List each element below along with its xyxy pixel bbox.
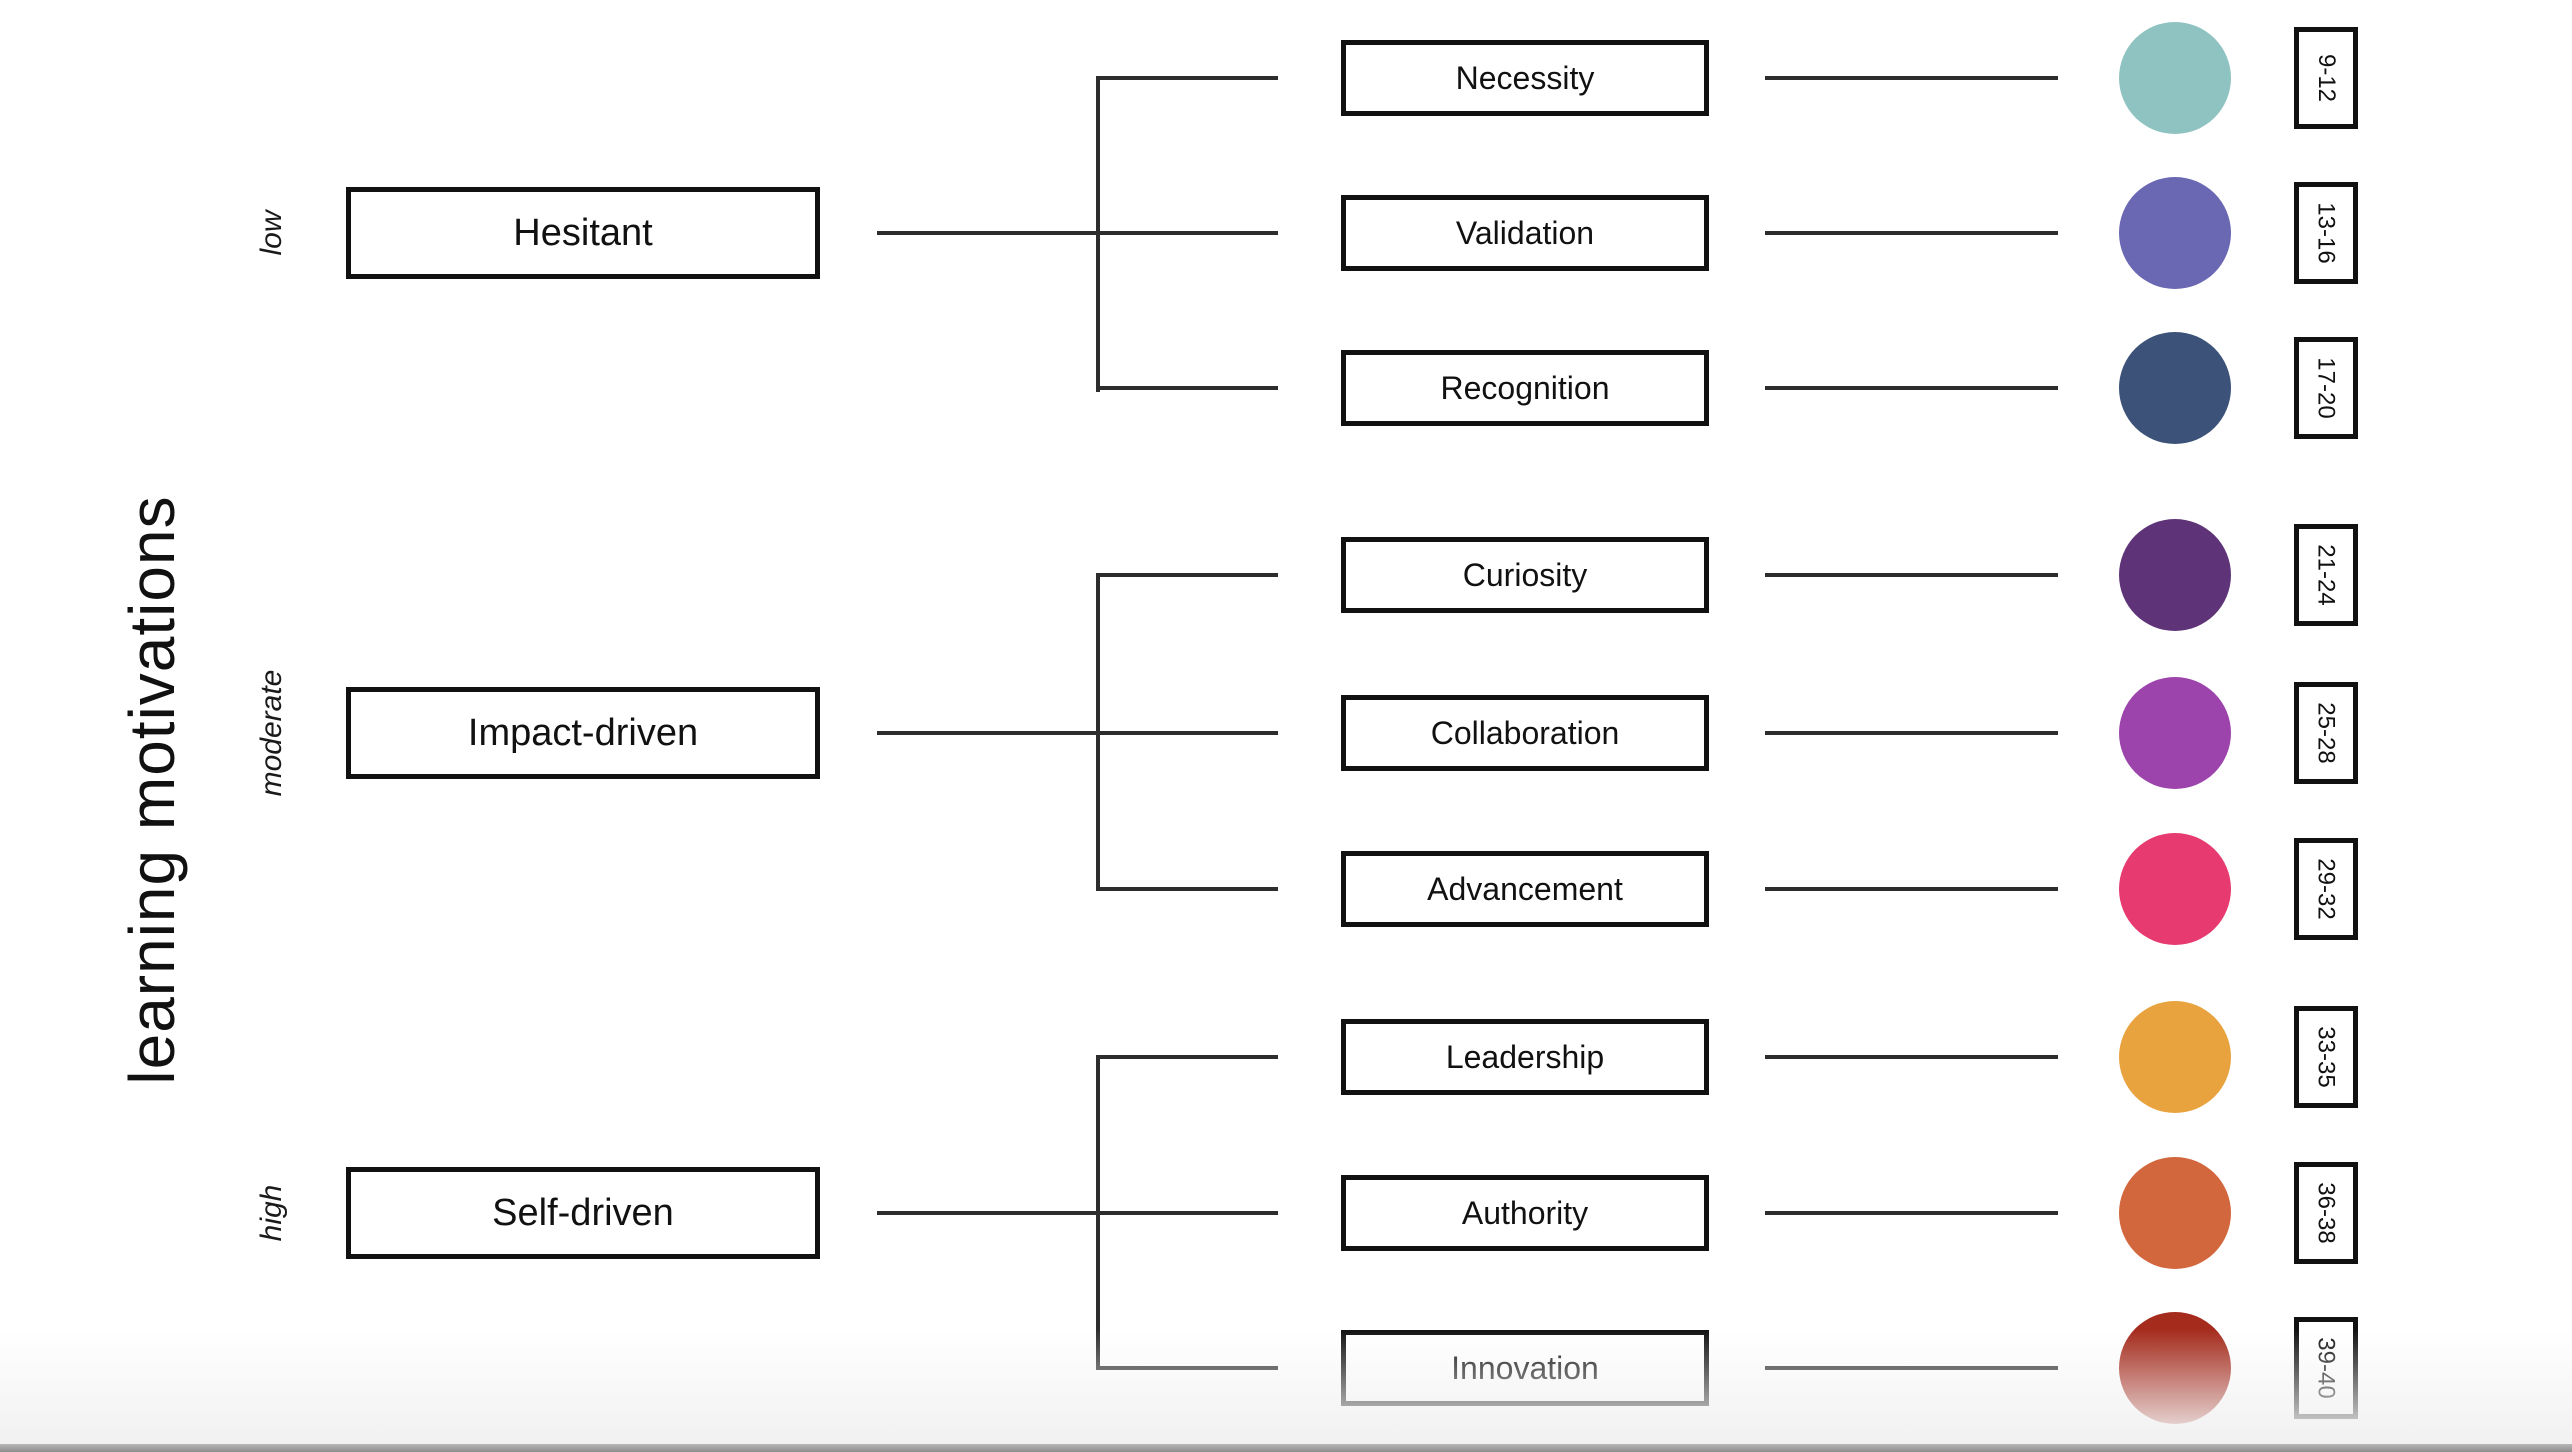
score-circle-advancement <box>2119 833 2231 945</box>
item-box-authority: Authority <box>1341 1175 1709 1251</box>
range-box-recognition: 17-20 <box>2294 337 2358 439</box>
item-box-validation: Validation <box>1341 195 1709 271</box>
range-label: 17-20 <box>2313 357 2341 419</box>
window-bottom-shadow <box>0 1329 2572 1444</box>
item-box-recognition: Recognition <box>1341 350 1709 426</box>
bracket-vertical-group1 <box>1096 76 1100 392</box>
connector-validation-to-circle <box>1765 231 2058 235</box>
category-box-self-driven: Self-driven <box>346 1167 820 1259</box>
category-box-impact-driven: Impact-driven <box>346 687 820 779</box>
item-box-advancement: Advancement <box>1341 851 1709 927</box>
connector-necessity-to-circle <box>1765 76 2058 80</box>
connector-curiosity-to-circle <box>1765 573 2058 577</box>
bracket-vertical-group2 <box>1096 573 1100 891</box>
score-circle-curiosity <box>2119 519 2231 631</box>
connector-collaboration-to-circle <box>1765 731 2058 735</box>
level-label-low: low <box>255 210 288 256</box>
connector-leadership-to-circle <box>1765 1055 2058 1059</box>
range-label: 9-12 <box>2312 53 2340 103</box>
score-circle-authority <box>2119 1157 2231 1269</box>
range-box-curiosity: 21-24 <box>2294 524 2358 626</box>
range-box-authority: 36-38 <box>2294 1162 2358 1264</box>
level-label-moderate: moderate <box>255 669 288 797</box>
range-label: 13-16 <box>2313 202 2341 264</box>
axis-title: learning motivations <box>116 495 188 1085</box>
range-label: 25-28 <box>2313 702 2341 764</box>
range-label: 36-38 <box>2313 1182 2341 1244</box>
range-box-leadership: 33-35 <box>2294 1006 2358 1108</box>
level-label-high: high <box>255 1184 288 1242</box>
item-box-necessity: Necessity <box>1341 40 1709 116</box>
connector-hesitant-to-bracket <box>877 231 1278 235</box>
score-circle-recognition <box>2119 332 2231 444</box>
range-box-validation: 13-16 <box>2294 182 2358 284</box>
bracket-branch-recognition <box>1096 386 1278 390</box>
connector-self-driven-to-bracket <box>877 1211 1278 1215</box>
score-circle-collaboration <box>2119 677 2231 789</box>
bracket-branch-curiosity <box>1096 573 1278 577</box>
window-bottom-edge <box>0 1444 2572 1452</box>
bracket-branch-necessity <box>1096 76 1278 80</box>
range-label: 29-32 <box>2313 858 2341 920</box>
range-box-collaboration: 25-28 <box>2294 682 2358 784</box>
bracket-branch-leadership <box>1096 1055 1278 1059</box>
range-label: 33-35 <box>2313 1026 2341 1088</box>
item-box-curiosity: Curiosity <box>1341 537 1709 613</box>
range-box-advancement: 29-32 <box>2294 838 2358 940</box>
score-circle-leadership <box>2119 1001 2231 1113</box>
bracket-vertical-group3 <box>1096 1055 1100 1370</box>
score-circle-necessity <box>2119 22 2231 134</box>
connector-authority-to-circle <box>1765 1211 2058 1215</box>
item-box-leadership: Leadership <box>1341 1019 1709 1095</box>
item-box-collaboration: Collaboration <box>1341 695 1709 771</box>
category-box-hesitant: Hesitant <box>346 187 820 279</box>
score-circle-validation <box>2119 177 2231 289</box>
range-box-necessity: 9-12 <box>2294 27 2358 129</box>
bracket-branch-advancement <box>1096 887 1278 891</box>
connector-advancement-to-circle <box>1765 887 2058 891</box>
connector-recognition-to-circle <box>1765 386 2058 390</box>
range-label: 21-24 <box>2313 544 2341 606</box>
connector-impact-driven-to-bracket <box>877 731 1278 735</box>
